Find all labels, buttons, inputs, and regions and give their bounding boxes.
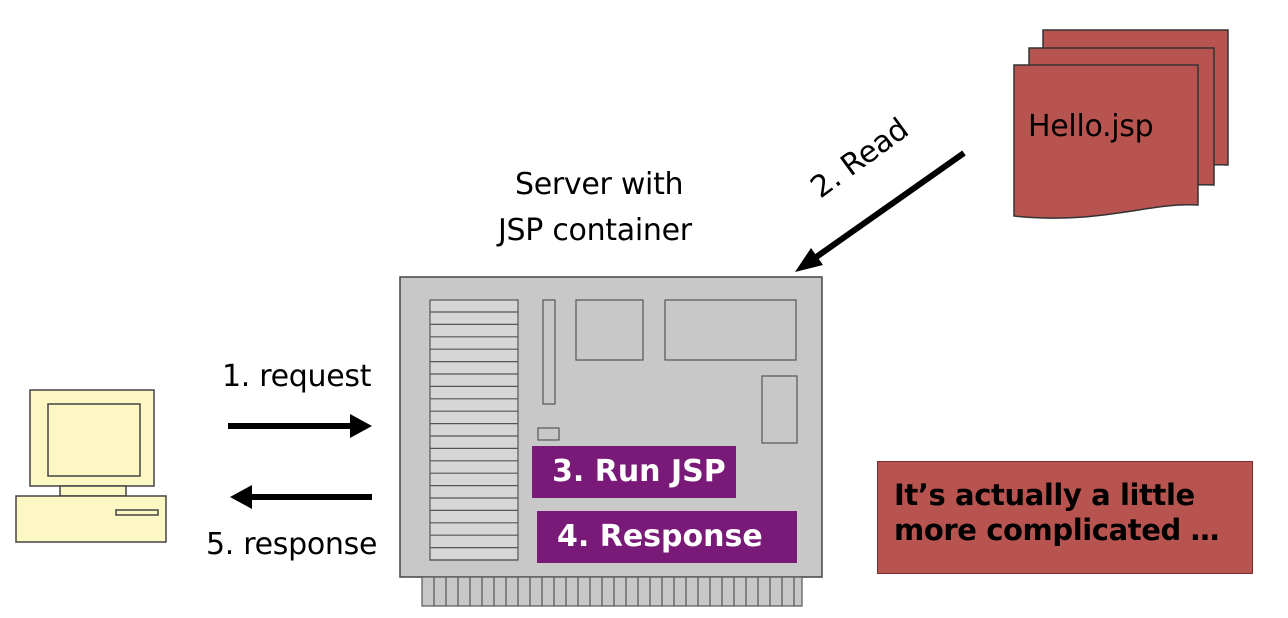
note-line2: more complicated … [894, 512, 1220, 547]
request-step-label: 1. request [222, 359, 372, 394]
server-title-line1: Server with [515, 167, 684, 202]
response-box: 4. Response [537, 511, 797, 563]
run-jsp-box: 3. Run JSP [532, 446, 736, 498]
request-arrow [228, 414, 372, 438]
server-title-2: JSP container [498, 213, 692, 249]
note-line1: It’s actually a little [894, 478, 1195, 512]
client-computer-icon [15, 389, 167, 543]
response-step-label: 5. response [206, 527, 378, 562]
complication-note: It’s actually a little more complicated … [877, 461, 1253, 574]
server-title: Server with [515, 167, 684, 203]
jsp-file-stack-icon [1013, 29, 1229, 219]
read-arrow [795, 150, 966, 272]
server-title-line2: JSP container [498, 213, 692, 248]
response-arrow [230, 485, 372, 509]
file-name-label: Hello.jsp [1028, 109, 1154, 144]
